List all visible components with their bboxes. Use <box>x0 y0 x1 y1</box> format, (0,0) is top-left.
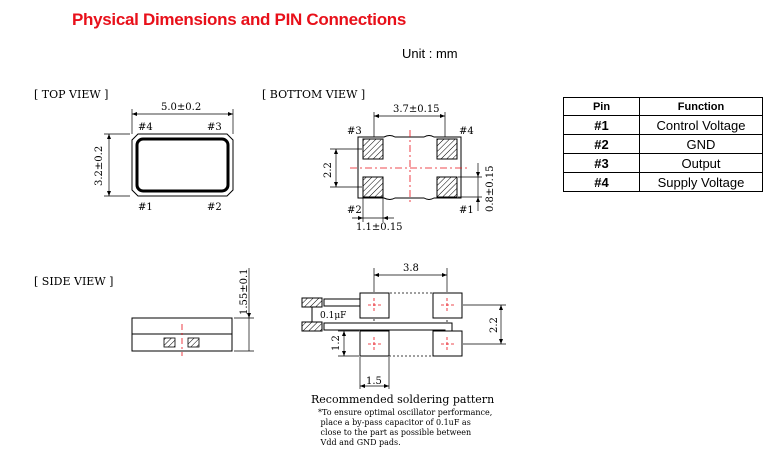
bottom-width-dim: 3.7±0.15 <box>393 104 440 115</box>
capacitor-top <box>301 297 323 308</box>
top-pin4: #4 <box>138 122 153 133</box>
bottom-pad-2 <box>362 176 384 198</box>
pin-table: Pin Function #1 Control Voltage #2 GND #… <box>563 97 763 192</box>
solder-height-dim: 2.2 <box>489 317 500 333</box>
top-view: [ TOP VIEW ] 5.0±0.2 3.2±0.2 #4 #3 #1 #2 <box>34 88 234 213</box>
solder-pad-height-dim: 1.2 <box>331 335 342 351</box>
top-body-outline <box>131 133 234 197</box>
function-cell: GND <box>639 134 763 154</box>
table-row: #3 Output <box>563 153 763 173</box>
table-row: #1 Control Voltage <box>563 115 763 135</box>
table-row: #2 GND <box>563 134 763 154</box>
bottom-pad-3 <box>362 138 384 160</box>
pin-cell: #2 <box>563 134 640 154</box>
bottom-pad-height-dim: 0.8±0.15 <box>485 165 496 212</box>
function-cell: Output <box>639 153 763 173</box>
bottom-pin2: #2 <box>347 205 362 216</box>
pin-header: Pin <box>563 97 640 116</box>
capacitor-bottom <box>301 321 323 332</box>
top-lid <box>135 137 230 193</box>
function-header: Function <box>639 97 763 116</box>
solder-pad-br <box>432 330 463 357</box>
side-height-dim: 1.55±0.1 <box>239 268 250 315</box>
solder-pad-bl <box>359 330 390 357</box>
unit-label: Unit : mm <box>402 46 458 61</box>
solder-pad-tr <box>432 292 463 319</box>
soldering-title: Recommended soldering pattern <box>311 393 495 406</box>
pin-cell: #1 <box>563 115 640 135</box>
bottom-pin1: #1 <box>459 205 474 216</box>
soldering-note: *To ensure optimal oscillator performanc… <box>318 408 493 447</box>
bottom-pin3: #3 <box>347 126 362 137</box>
pin-cell: #3 <box>563 153 640 173</box>
function-cell: Control Voltage <box>639 115 763 135</box>
side-view-label: [ SIDE VIEW ] <box>34 275 113 288</box>
solder-pad-width-dim: 1.5 <box>366 376 382 387</box>
soldering-pattern: 3.8 0.1μF 2.2 1 <box>301 263 506 389</box>
bottom-pad-1 <box>436 176 458 198</box>
bottom-view-label: [ BOTTOM VIEW ] <box>262 88 365 101</box>
top-width-dim: 5.0±0.2 <box>161 102 201 113</box>
side-pad-left <box>163 337 176 348</box>
side-pad-right <box>187 337 200 348</box>
top-height-dim: 3.2±0.2 <box>94 146 105 186</box>
pin-cell: #4 <box>563 172 640 192</box>
top-pin2: #2 <box>207 202 222 213</box>
side-view: [ SIDE VIEW ] 1.55±0.1 <box>34 268 254 356</box>
bottom-pin4: #4 <box>459 126 474 137</box>
bottom-body-outline <box>357 135 462 200</box>
function-cell: Supply Voltage <box>639 172 763 192</box>
table-row: #4 Supply Voltage <box>563 172 763 192</box>
bottom-height-dim: 2.2 <box>323 162 334 178</box>
page-title: Physical Dimensions and PIN Connections <box>72 10 407 29</box>
solder-width-dim: 3.8 <box>403 263 419 274</box>
bottom-pad-width-dim: 1.1±0.15 <box>356 222 403 233</box>
top-pin1: #1 <box>138 202 153 213</box>
capacitor-label: 0.1μF <box>320 311 346 321</box>
bottom-pad-4 <box>436 138 458 160</box>
top-view-label: [ TOP VIEW ] <box>34 88 108 101</box>
bottom-view: [ BOTTOM VIEW ] 3.7±0.15 2.2 0.8±0.15 <box>262 88 496 233</box>
top-pin3: #3 <box>207 122 222 133</box>
solder-pad-tl <box>359 292 390 319</box>
